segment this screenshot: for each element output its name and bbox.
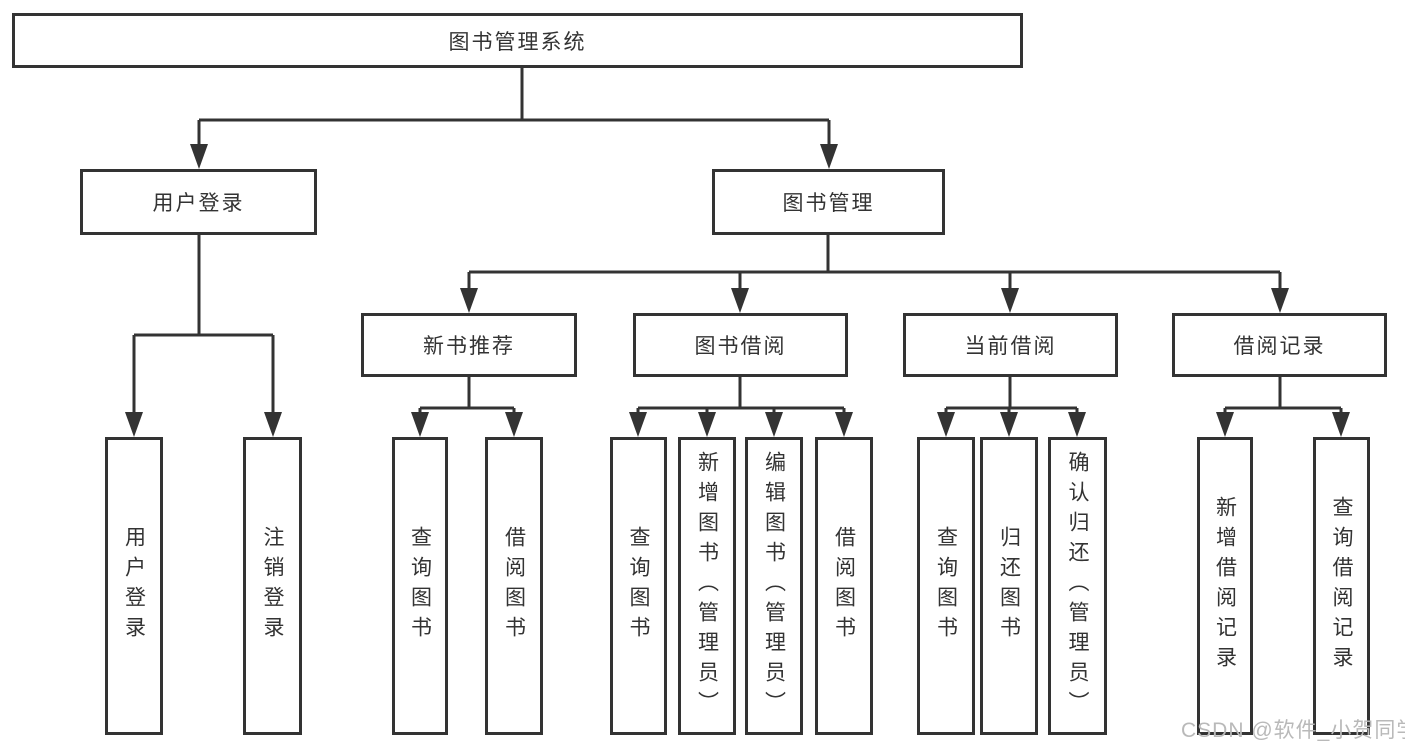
node-leaf-add-borrow-record: 新增借阅记录: [1197, 437, 1253, 735]
node-label: 查询借阅记录: [1330, 496, 1353, 676]
node-label: 当前借阅: [964, 335, 1057, 358]
node-label: 归还图书: [997, 526, 1021, 646]
node-label: 注销登录: [261, 526, 284, 646]
node-leaf-borrow-books-borrowing: 借阅图书: [815, 437, 873, 735]
node-leaf-borrow-books-recommend: 借阅图书: [485, 437, 543, 735]
node-label: 借阅图书: [832, 526, 856, 646]
node-user-login: 用户登录: [80, 169, 317, 235]
node-label: 新增借阅记录: [1213, 496, 1237, 676]
node-label: 图书借阅: [694, 335, 787, 358]
node-label: 图书管理: [782, 192, 875, 215]
node-label: 查询图书: [627, 526, 650, 646]
node-label: 查询图书: [408, 526, 432, 646]
watermark-text: CSDN @软件_小贺同学: [1181, 719, 1405, 742]
node-leaf-query-books-recommend: 查询图书: [392, 437, 448, 735]
node-leaf-edit-book-admin: 编辑图书（管理员）: [745, 437, 803, 735]
node-current-borrowing: 当前借阅: [903, 313, 1118, 377]
node-leaf-query-books-current: 查询图书: [917, 437, 975, 735]
node-leaf-logout: 注销登录: [243, 437, 302, 735]
node-label: 编辑图书（管理员）: [762, 451, 786, 721]
node-label: 查询图书: [934, 526, 958, 646]
node-label: 借阅记录: [1233, 335, 1326, 358]
node-leaf-query-books-borrowing: 查询图书: [610, 437, 667, 735]
node-label: 借阅图书: [502, 526, 526, 646]
node-borrowing-records: 借阅记录: [1172, 313, 1387, 377]
node-library-management-system: 图书管理系统: [12, 13, 1023, 68]
node-leaf-add-book-admin: 新增图书（管理员）: [678, 437, 736, 735]
node-label: 用户登录: [122, 526, 146, 646]
node-leaf-confirm-return-admin: 确认归还（管理员）: [1048, 437, 1107, 735]
node-leaf-query-borrow-record: 查询借阅记录: [1313, 437, 1370, 735]
node-leaf-return-book: 归还图书: [980, 437, 1038, 735]
node-label: 新增图书（管理员）: [695, 451, 719, 721]
node-leaf-user-login: 用户登录: [105, 437, 163, 735]
node-book-borrowing: 图书借阅: [633, 313, 848, 377]
node-label: 确认归还（管理员）: [1066, 451, 1089, 721]
node-new-book-recommendation: 新书推荐: [361, 313, 577, 377]
node-label: 用户登录: [152, 192, 245, 215]
node-label: 图书管理系统: [448, 30, 587, 54]
node-book-management: 图书管理: [712, 169, 945, 235]
node-label: 新书推荐: [423, 335, 515, 358]
